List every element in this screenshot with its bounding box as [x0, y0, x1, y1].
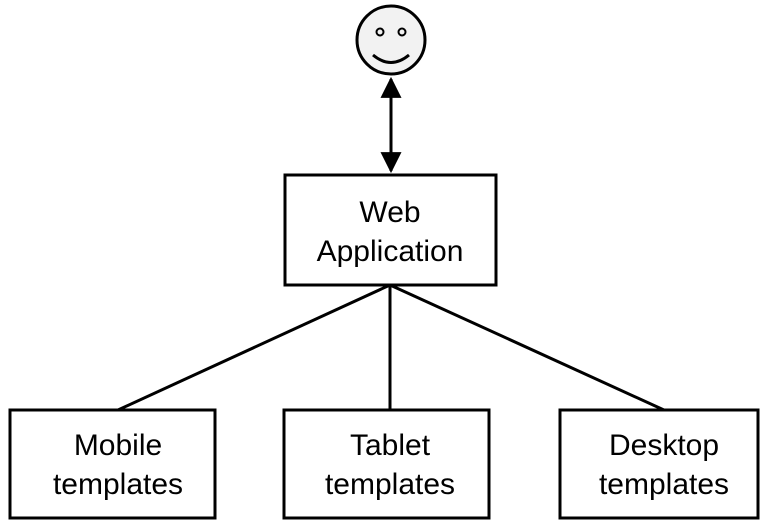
- mobile-templates-label-line2: templates: [53, 468, 183, 501]
- web-application-label-line2: Application: [317, 235, 464, 268]
- desktop-templates-label-line1: Desktop: [609, 429, 719, 462]
- web-application-box: Web Application: [283, 173, 498, 287]
- user-smiley-icon: [355, 4, 427, 76]
- connector-to-mobile: [117, 283, 391, 412]
- smiley-mouth: [372, 53, 410, 64]
- connector-to-desktop: [389, 283, 665, 412]
- smiley-right-eye: [397, 27, 407, 37]
- tablet-templates-label-line2: templates: [325, 468, 455, 501]
- smiley-left-eye: [375, 27, 385, 37]
- desktop-templates-box: Desktop templates: [558, 408, 760, 520]
- tablet-templates-box: Tablet templates: [282, 408, 491, 520]
- desktop-templates-label-line2: templates: [599, 468, 729, 501]
- mobile-templates-label-line1: Mobile: [74, 429, 162, 462]
- mobile-templates-box: Mobile templates: [8, 408, 217, 520]
- web-application-label-line1: Web: [359, 196, 420, 229]
- tablet-templates-label-line1: Tablet: [350, 429, 431, 462]
